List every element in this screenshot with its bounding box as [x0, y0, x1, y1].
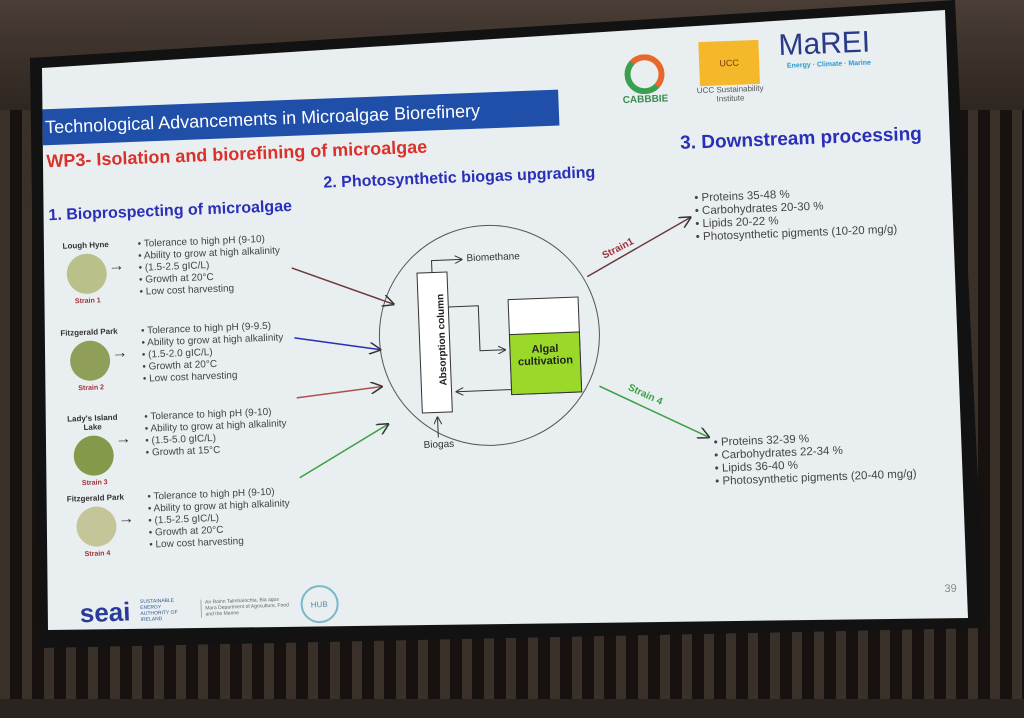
biomethane-arrow — [430, 259, 462, 273]
strain4-output-arrow — [599, 385, 708, 441]
strain-input-arrow — [299, 424, 390, 479]
page-number: 39 — [944, 582, 957, 596]
slide: Technological Advancements in Microalgae… — [0, 0, 1024, 699]
strain1-output-arrow — [586, 218, 692, 278]
system-circle — [378, 224, 600, 446]
department-logo: An Roinn Talmhaíochta, Bia agus Mara Dep… — [199, 596, 291, 618]
algal-cultivation-fill — [508, 331, 583, 396]
biogas-label: Biogas — [423, 438, 455, 451]
biomethane-label: Biomethane — [466, 251, 521, 265]
strain-input-arrow — [294, 337, 380, 353]
algal-cultivation-label: Algal cultivation — [517, 342, 574, 369]
strain-input-arrow — [296, 387, 381, 399]
biogas-arrow — [438, 417, 439, 438]
strain-input-arrow — [291, 267, 393, 308]
seai-logo: seai — [79, 595, 131, 628]
column-to-algae-arrow — [448, 305, 505, 352]
algae-to-column-arrow — [457, 390, 512, 392]
strain1-outputs: Proteins 35-48 %Carbohydrates 20-30 %Lip… — [694, 185, 897, 245]
hub-logo: HUB — [299, 584, 339, 624]
strain4-outputs: Proteins 32-39 %Carbohydrates 22-34 %Lip… — [713, 429, 917, 489]
